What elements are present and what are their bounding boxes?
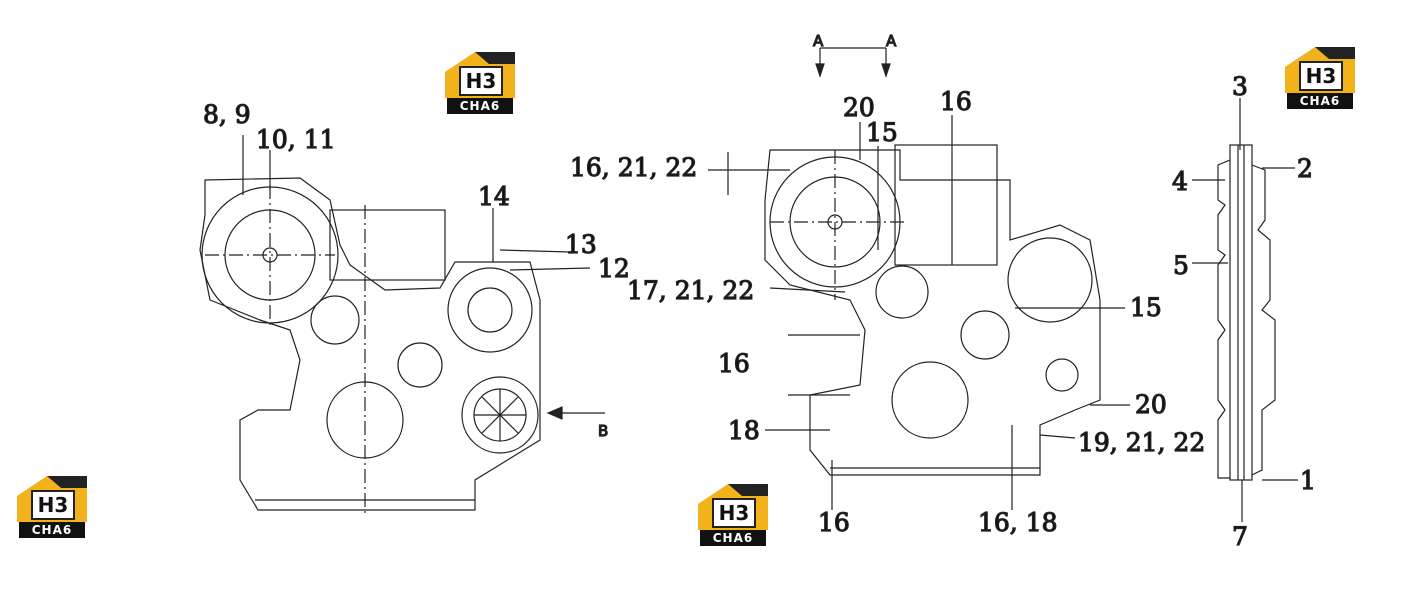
section-arrow-head (815, 63, 825, 78)
callout-20: 20 (843, 93, 875, 122)
left-pump-inner (467, 287, 513, 333)
logo-mark: H3 (459, 66, 503, 96)
left-big-gear (201, 186, 339, 324)
right-view: 3 2 4 5 1 7 (1171, 71, 1316, 551)
callout-2: 2 (1297, 154, 1313, 183)
middle-small-gear (875, 265, 929, 319)
middle-right-gear (1007, 237, 1093, 323)
callout-18: 18 (728, 416, 760, 445)
callout-16: 16 (940, 87, 972, 116)
left-view: 8, 9 10, 11 14 13 12 B (199, 99, 630, 515)
right-plate (1229, 144, 1253, 481)
callout-14: 14 (478, 182, 510, 211)
callout-16-18: 16, 18 (978, 508, 1058, 537)
middle-box (894, 144, 998, 266)
callout-10-11: 10, 11 (256, 125, 336, 154)
leader-line (499, 249, 571, 253)
logo-mark: H3 (31, 490, 75, 520)
callout-16: 16 (818, 508, 850, 537)
brand-logo: H3 CHA6 (445, 50, 515, 120)
middle-mid-circle (960, 310, 1010, 360)
callout-13: 13 (565, 230, 597, 259)
logo-wordmark: CHA6 (19, 522, 85, 538)
left-cover-outline (199, 177, 541, 511)
brand-logo: H3 CHA6 (17, 474, 87, 544)
callout-12: 12 (598, 254, 630, 283)
right-left-profile (1217, 159, 1231, 479)
arrow-b-label: B (598, 422, 608, 440)
callout-17-21-22: 17, 21, 22 (627, 276, 754, 305)
brand-logo: H3 CHA6 (698, 482, 768, 552)
left-top-box (329, 209, 446, 281)
middle-right-small (1045, 358, 1079, 392)
leader-line (1039, 434, 1076, 439)
callout-20: 20 (1135, 390, 1167, 419)
left-fan-spoke (481, 396, 519, 434)
left-mid-circle (310, 295, 360, 345)
brand-logo: H3 CHA6 (1285, 45, 1355, 115)
logo-wordmark: CHA6 (1287, 93, 1353, 109)
callout-1: 1 (1300, 466, 1316, 495)
section-arrow-head (881, 63, 891, 78)
logo-mark: H3 (1299, 61, 1343, 91)
left-pump-outer (447, 267, 533, 353)
logo-mark: H3 (712, 498, 756, 528)
callout-19-21-22: 19, 21, 22 (1078, 428, 1205, 457)
logo-wordmark: CHA6 (700, 530, 766, 546)
callout-3: 3 (1232, 72, 1248, 101)
callout-4: 4 (1172, 167, 1188, 196)
callout-15: 15 (1130, 293, 1162, 322)
callout-16-21-22: 16, 21, 22 (570, 153, 697, 182)
middle-view: A A 20 15 16 16, 21, 22 17, 21, 22 (569, 31, 1205, 537)
middle-cover-outline (764, 149, 1101, 476)
section-label-a: A (813, 32, 824, 50)
callout-16: 16 (718, 349, 750, 378)
section-label-a: A (886, 32, 897, 50)
left-fan-outer (461, 376, 539, 454)
callout-7: 7 (1232, 522, 1248, 551)
leader-line (769, 287, 846, 293)
leader-line (509, 267, 591, 271)
left-small-circle (397, 342, 443, 388)
logo-wordmark: CHA6 (447, 98, 513, 114)
callout-15: 15 (866, 118, 898, 147)
callout-8-9: 8, 9 (203, 100, 251, 129)
middle-crank-circle (891, 361, 969, 439)
arrow-b-head (546, 406, 563, 420)
right-right-profile (1251, 164, 1276, 476)
callout-5: 5 (1173, 251, 1189, 280)
